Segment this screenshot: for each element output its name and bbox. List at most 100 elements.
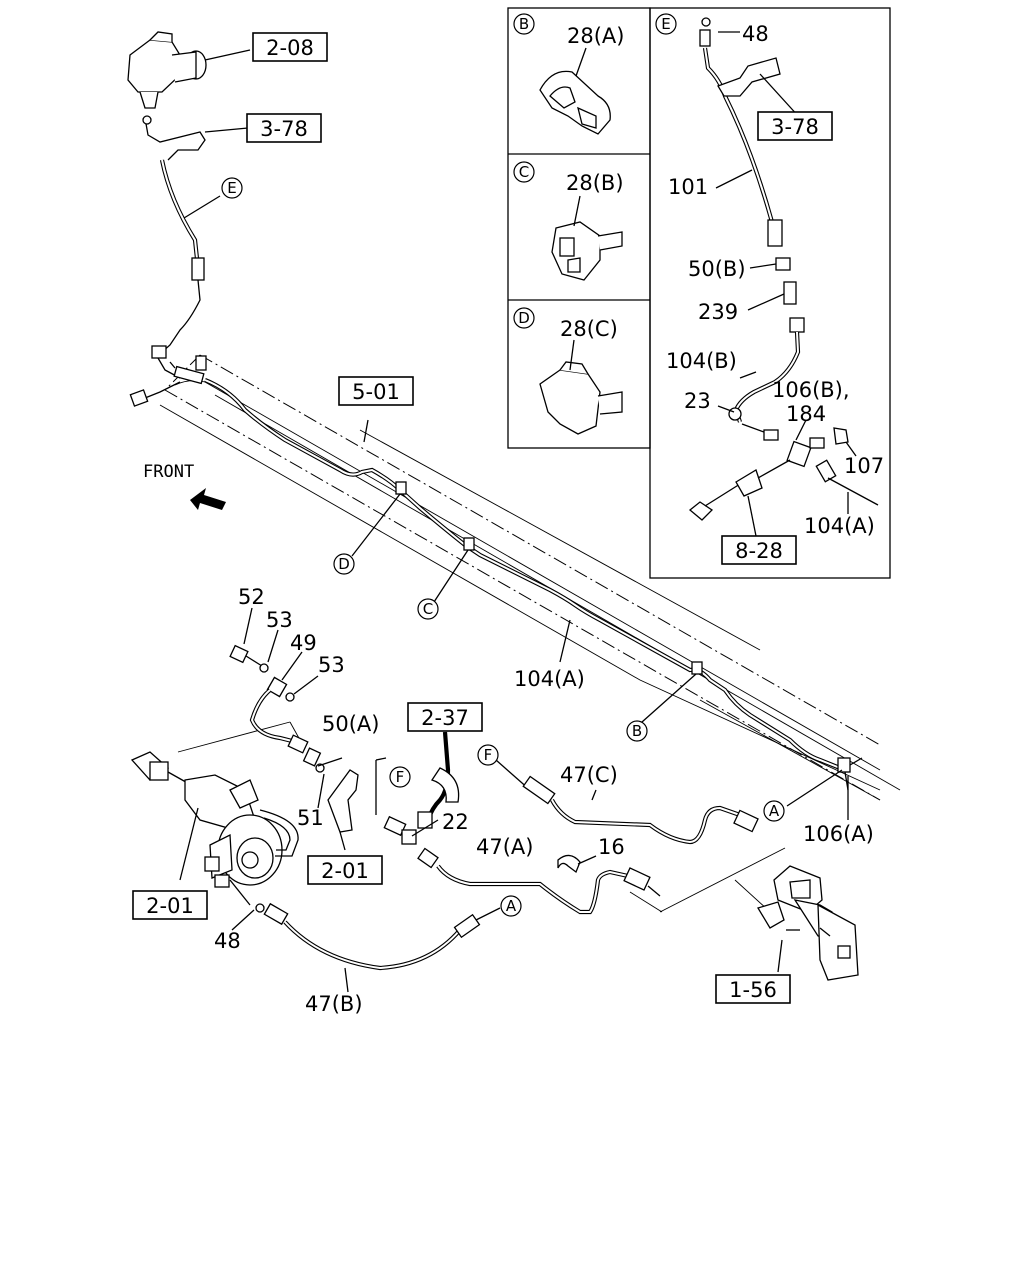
valve-1-56: [757, 865, 859, 981]
svg-text:D: D: [518, 309, 530, 327]
label-49: 49: [290, 631, 317, 655]
clip-28b: [551, 195, 623, 281]
circle-e-main: E: [221, 177, 243, 199]
inset-sensor-8-28: [688, 459, 849, 537]
circle-f-top: F: [477, 744, 499, 766]
ref-5-01: 5-01: [338, 376, 414, 406]
circle-d-inset: D: [513, 307, 535, 329]
ref-1-56: 1-56: [715, 974, 791, 1004]
ref-3-78-main: 3-78: [246, 113, 322, 143]
pipe-47a: [417, 847, 661, 915]
clutch-booster: [130, 751, 299, 906]
label-16: 16: [598, 835, 625, 859]
label-106b: 106(B),: [772, 378, 850, 402]
circle-a-lower: A: [500, 895, 522, 917]
ref-2-37-label: 2-37: [421, 706, 469, 730]
ref-1-56-label: 1-56: [729, 978, 777, 1002]
label-48-inset: 48: [742, 22, 769, 46]
svg-text:F: F: [396, 768, 405, 786]
label-239: 239: [698, 300, 738, 324]
label-47a: 47(A): [476, 835, 533, 859]
label-50b: 50(B): [688, 257, 746, 281]
label-leaders: [179, 607, 343, 931]
label-51: 51: [297, 806, 324, 830]
circle-a-right: A: [763, 800, 785, 822]
label-50a: 50(A): [322, 712, 379, 736]
clip-28a: [539, 47, 611, 135]
pipe-49: [229, 644, 322, 767]
label-23: 23: [684, 389, 711, 413]
label-104b: 104(B): [666, 349, 737, 373]
front-arrow: FRONT: [143, 462, 226, 510]
ref-8-28-label: 8-28: [735, 539, 783, 563]
hose-22: [383, 731, 460, 845]
label-47b: 47(B): [305, 992, 363, 1016]
ref-2-08-label: 2-08: [266, 36, 314, 60]
circle-b-inset: B: [513, 13, 535, 35]
svg-text:C: C: [423, 600, 433, 618]
circle-e-inset: E: [655, 13, 677, 35]
svg-text:F: F: [484, 746, 493, 764]
label-52: 52: [238, 585, 265, 609]
front-label: FRONT: [143, 462, 194, 482]
label-28c: 28(C): [560, 317, 618, 341]
svg-text:A: A: [506, 897, 517, 915]
circle-f-bracket: F: [389, 766, 411, 788]
inset-union-106b: [786, 419, 879, 506]
ref-3-78-main-label: 3-78: [260, 117, 308, 141]
front-arrow-icon: [190, 488, 226, 510]
inset-hose-101: [699, 17, 801, 247]
bracket-51: [315, 757, 387, 851]
label-48-main: 48: [214, 929, 241, 953]
junction-left: [129, 345, 207, 407]
inset-nut-50b: [747, 257, 797, 311]
circle-c-main: C: [417, 598, 439, 620]
circle-d-main: D: [333, 553, 355, 575]
ref-2-01-cylinder-label: 2-01: [146, 894, 194, 918]
clip-16: [557, 854, 597, 874]
pipe-104a-main: [204, 378, 863, 791]
label-28b: 28(B): [566, 171, 624, 195]
ref-2-08: 2-08: [252, 32, 328, 62]
ref-2-01-bracket-label: 2-01: [321, 859, 369, 883]
label-184: 184: [786, 402, 826, 426]
hose-e-upper: [159, 159, 221, 353]
inset-pipe-104b: [717, 317, 805, 441]
label-53a: 53: [266, 608, 293, 632]
clip-28c: [539, 339, 623, 435]
label-107: 107: [844, 454, 884, 478]
svg-text:B: B: [632, 722, 642, 740]
ref-2-01-bracket: 2-01: [307, 855, 383, 885]
label-104a-inset: 104(A): [804, 514, 875, 538]
ref-2-37: 2-37: [407, 702, 483, 732]
ref-8-28: 8-28: [721, 535, 797, 565]
hose-47b: [255, 902, 501, 993]
svg-text:E: E: [227, 179, 236, 197]
ref-3-78-inset-label: 3-78: [771, 115, 819, 139]
label-106a: 106(A): [803, 822, 874, 846]
svg-text:D: D: [338, 555, 350, 573]
svg-text:E: E: [661, 15, 670, 33]
circle-b-main: B: [626, 720, 648, 742]
svg-text:A: A: [769, 802, 780, 820]
label-101: 101: [668, 175, 708, 199]
ref-2-01-cylinder: 2-01: [132, 890, 208, 920]
label-53b: 53: [318, 653, 345, 677]
master-cylinder-bracket: [142, 115, 249, 161]
ref-5-01-label: 5-01: [352, 380, 400, 404]
inset-panel: [507, 7, 891, 579]
pipe-47c: [495, 759, 759, 845]
circle-c-inset: C: [513, 161, 535, 183]
ref-3-78-inset: 3-78: [757, 111, 833, 141]
lower-connections: [629, 847, 786, 913]
svg-text:B: B: [519, 15, 529, 33]
label-22: 22: [442, 810, 469, 834]
master-cylinder-reservoir: [127, 31, 251, 109]
label-28a: 28(A): [567, 24, 624, 48]
svg-text:C: C: [519, 163, 529, 181]
label-47c: 47(C): [560, 763, 618, 787]
leaders-main: [351, 419, 849, 820]
label-104a-main: 104(A): [514, 667, 585, 691]
